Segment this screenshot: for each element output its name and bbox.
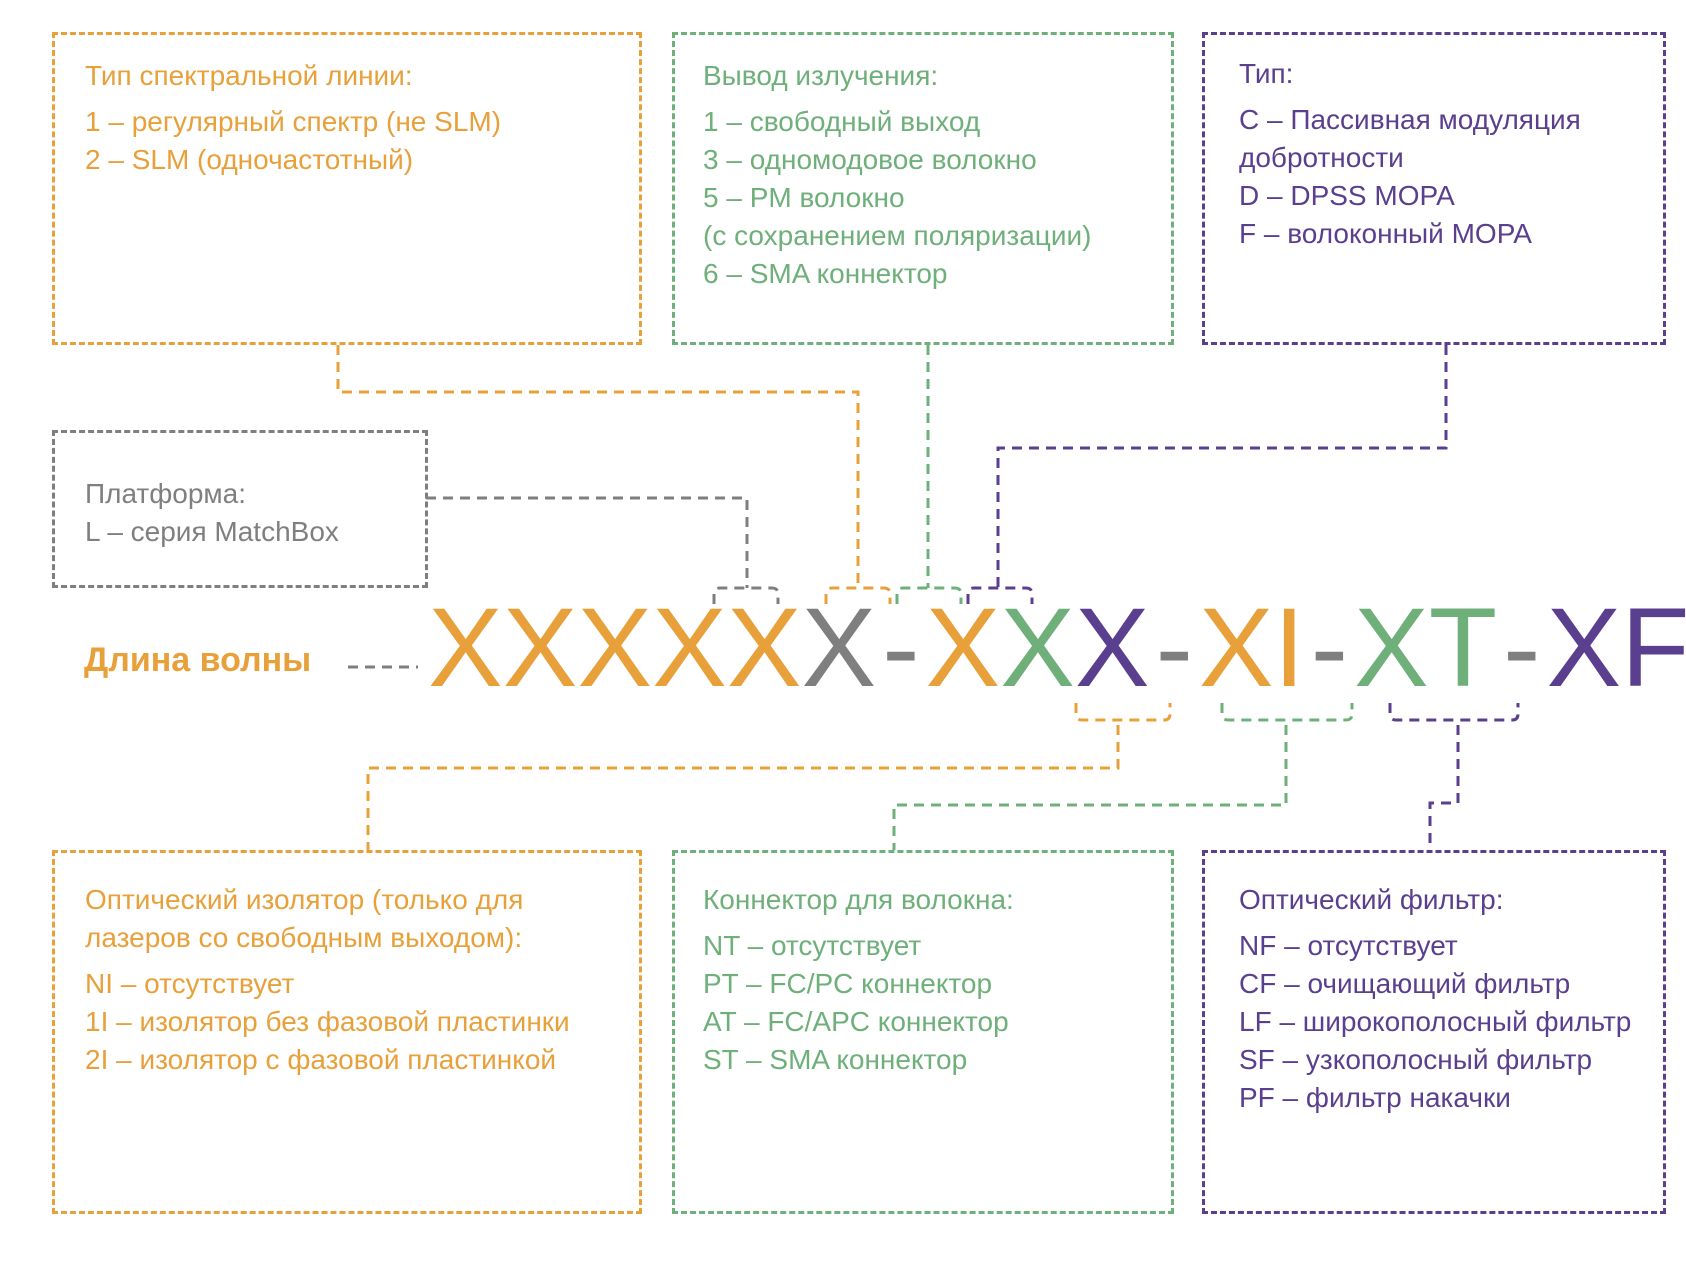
platform-title: Платформа: bbox=[85, 478, 247, 509]
code-spectral: X bbox=[925, 585, 1001, 710]
code-filter: XF bbox=[1546, 585, 1686, 710]
type-title: Тип: bbox=[1239, 58, 1294, 89]
spectral-line-title: Тип спектральной линии: bbox=[85, 60, 413, 91]
optical-filter-title: Оптический фильтр: bbox=[1239, 884, 1504, 915]
output-option: 1 – свободный выход bbox=[703, 106, 981, 137]
optical-filter-option: NF – отсутствует bbox=[1239, 930, 1458, 961]
fiber-connector-option: ST – SMA коннектор bbox=[703, 1044, 968, 1075]
optical-filter-option: CF – очищающий фильтр bbox=[1239, 968, 1571, 999]
isolator-option: 1I – изолятор без фазовой пластинки bbox=[85, 1006, 570, 1037]
spectral-line-box: Тип спектральной линии: 1 – регулярный с… bbox=[52, 32, 642, 345]
output-box: Вывод излучения: 1 – свободный выход 3 –… bbox=[672, 32, 1174, 345]
code-platform: X bbox=[801, 585, 877, 710]
platform-box: Платформа: L – серия MatchBox bbox=[52, 430, 428, 588]
isolator-connector bbox=[366, 725, 1120, 850]
fiber-connector-option: PT – FC/PC коннектор bbox=[703, 968, 993, 999]
optical-filter-option: SF – узкополосный фильтр bbox=[1239, 1044, 1593, 1075]
optical-filter-option: LF – широкополосный фильтр bbox=[1239, 1006, 1632, 1037]
code-dash: - bbox=[1310, 585, 1349, 710]
wavelength-label: Длина волны bbox=[84, 641, 312, 679]
fiber-connector-box: Коннектор для волокна: NT – отсутствует … bbox=[672, 850, 1174, 1214]
type-option: C – Пассивная модуляция bbox=[1239, 104, 1581, 135]
output-option: (с сохранением поляризации) bbox=[703, 220, 1092, 251]
output-option: 3 – одномодовое волокно bbox=[703, 144, 1037, 175]
optical-filter-option: PF – фильтр накачки bbox=[1239, 1082, 1511, 1113]
type-connector bbox=[996, 345, 1448, 588]
code-type: X bbox=[1074, 585, 1150, 710]
type-box: Тип: C – Пассивная модуляция добротности… bbox=[1202, 32, 1666, 345]
code-dash: - bbox=[1155, 585, 1193, 710]
isolator-box: Оптический изолятор (только для лазеров … bbox=[52, 850, 642, 1214]
fiber-connector-title: Коннектор для волокна: bbox=[703, 884, 1014, 915]
model-code: XXXXX X - X X X - XI - XT - XF bbox=[428, 588, 1686, 708]
optical-filter-box: Оптический фильтр: NF – отсутствует CF –… bbox=[1202, 850, 1666, 1214]
code-connector: XT bbox=[1354, 585, 1498, 710]
platform-option: L – серия MatchBox bbox=[85, 516, 339, 547]
isolator-option: NI – отсутствует bbox=[85, 968, 295, 999]
code-output: X bbox=[1000, 585, 1075, 710]
code-isolator: XI bbox=[1198, 585, 1305, 710]
fiber-connector-option: NT – отсутствует bbox=[703, 930, 922, 961]
isolator-bracket bbox=[1074, 703, 1172, 722]
output-title: Вывод излучения: bbox=[703, 60, 939, 91]
code-dash: - bbox=[882, 585, 920, 710]
connector-connector bbox=[892, 725, 1288, 850]
type-option: F – волоконный MOPA bbox=[1239, 218, 1532, 249]
filter-connector bbox=[1428, 725, 1460, 850]
connector-bracket bbox=[1220, 703, 1354, 722]
spectral-line-option: 1 – регулярный спектр (не SLM) bbox=[85, 106, 502, 137]
code-wavelength: XXXXX bbox=[428, 585, 802, 710]
code-dash: - bbox=[1503, 585, 1541, 710]
spectral-line-option: 2 – SLM (одночастотный) bbox=[85, 144, 414, 175]
filter-bracket bbox=[1388, 703, 1520, 722]
platform-connector bbox=[426, 496, 749, 588]
output-option: 5 – PM волокно bbox=[703, 182, 905, 213]
output-option: 6 – SMA коннектор bbox=[703, 258, 948, 289]
isolator-option: 2I – изолятор с фазовой пластинкой bbox=[85, 1044, 557, 1075]
isolator-title: Оптический изолятор (только для лазеров … bbox=[85, 884, 524, 953]
spectral-connector bbox=[336, 345, 860, 588]
type-option: D – DPSS MOPA bbox=[1239, 180, 1455, 211]
type-option: добротности bbox=[1239, 142, 1404, 173]
fiber-connector-option: AT – FC/APC коннектор bbox=[703, 1006, 1009, 1037]
